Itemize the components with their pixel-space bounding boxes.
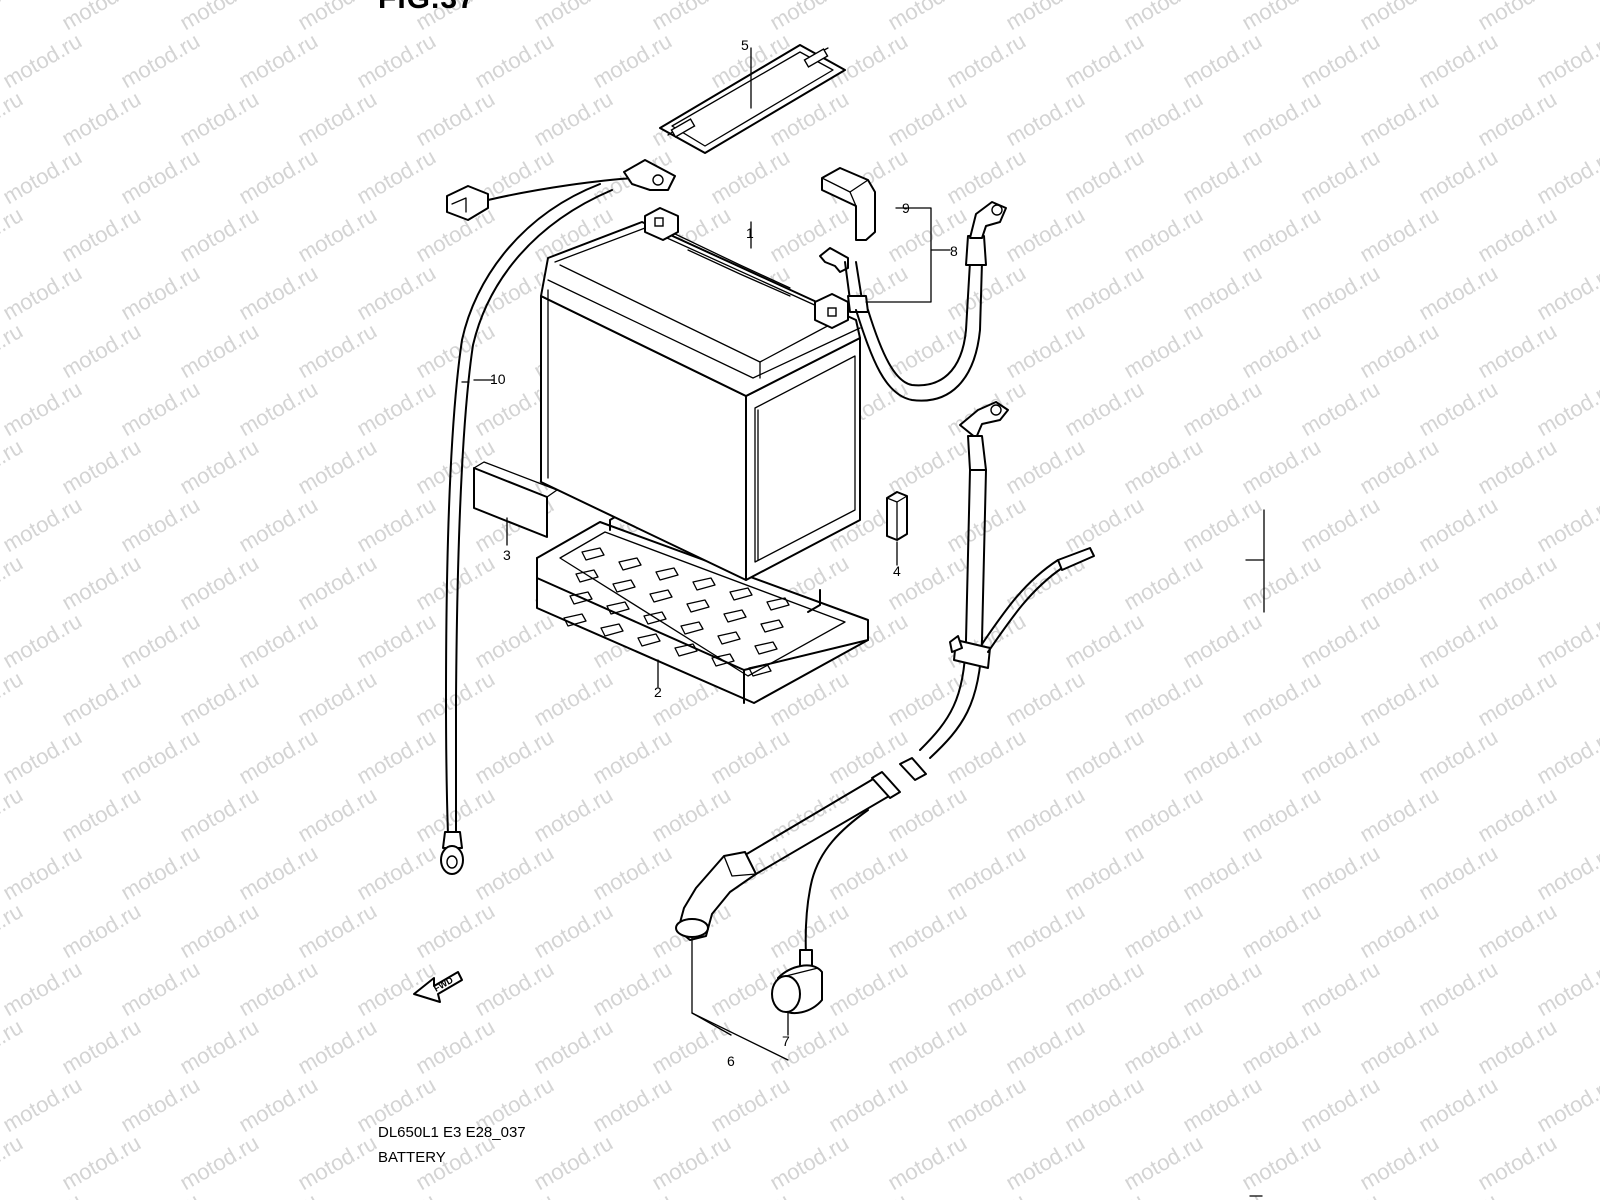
margin-mark	[1245, 509, 1265, 613]
tray-slot	[717, 631, 741, 645]
callout-2: 2	[654, 684, 662, 700]
part-3-pad	[473, 461, 558, 538]
tray-slot	[643, 611, 667, 625]
part-2-battery-tray	[536, 513, 869, 704]
tray-slot	[748, 663, 772, 677]
part-10-ground-wire	[440, 159, 676, 875]
tray-slot	[575, 569, 599, 583]
tray-slot	[581, 547, 605, 561]
tray-slot	[569, 591, 593, 605]
part-6-starter-cable	[675, 401, 1095, 971]
part-1-battery	[540, 207, 861, 581]
part-4-small-pad	[886, 491, 908, 541]
callout-9: 9	[902, 200, 910, 216]
figure-title: FIG.37	[378, 0, 476, 16]
tray-slot	[711, 653, 735, 667]
callout-5: 5	[741, 37, 749, 53]
tray-slot	[729, 587, 753, 601]
tray-slot	[563, 613, 587, 627]
part-5-battery-strap	[659, 44, 846, 154]
tray-slot	[680, 621, 704, 635]
diagram-code: DL650L1 E3 E28_037	[378, 1124, 526, 1141]
callout-3: 3	[503, 547, 511, 563]
part-8-battery-cable	[819, 201, 1007, 402]
part-7-terminal-boot	[771, 964, 823, 1015]
tray-slot	[760, 619, 784, 633]
tray-slot	[686, 599, 710, 613]
callout-8: 8	[950, 243, 958, 259]
tray-slot	[600, 623, 624, 637]
tray-slot	[766, 597, 790, 611]
fwd-direction-arrow: FWD	[413, 971, 463, 1003]
tray-slot	[723, 609, 747, 623]
callout-6: 6	[727, 1053, 735, 1069]
callout-numbers: 5 1 9 8 10 3 4 2 7 6	[490, 37, 958, 1069]
tray-slot	[754, 641, 778, 655]
callout-1: 1	[746, 225, 754, 241]
callout-4: 4	[893, 563, 901, 579]
tray-slot	[637, 633, 661, 647]
tray-slot	[674, 643, 698, 657]
tray-slot	[618, 557, 642, 571]
part-9-terminal-cover	[821, 167, 876, 241]
tray-slot	[606, 601, 630, 615]
callout-7: 7	[782, 1033, 790, 1049]
tray-slot	[655, 567, 679, 581]
tray-slot	[612, 579, 636, 593]
diagram-caption: BATTERY	[378, 1149, 446, 1166]
tray-slot	[692, 577, 716, 591]
leader-lines	[461, 47, 951, 1061]
callout-10: 10	[490, 371, 506, 387]
tray-slot	[649, 589, 673, 603]
